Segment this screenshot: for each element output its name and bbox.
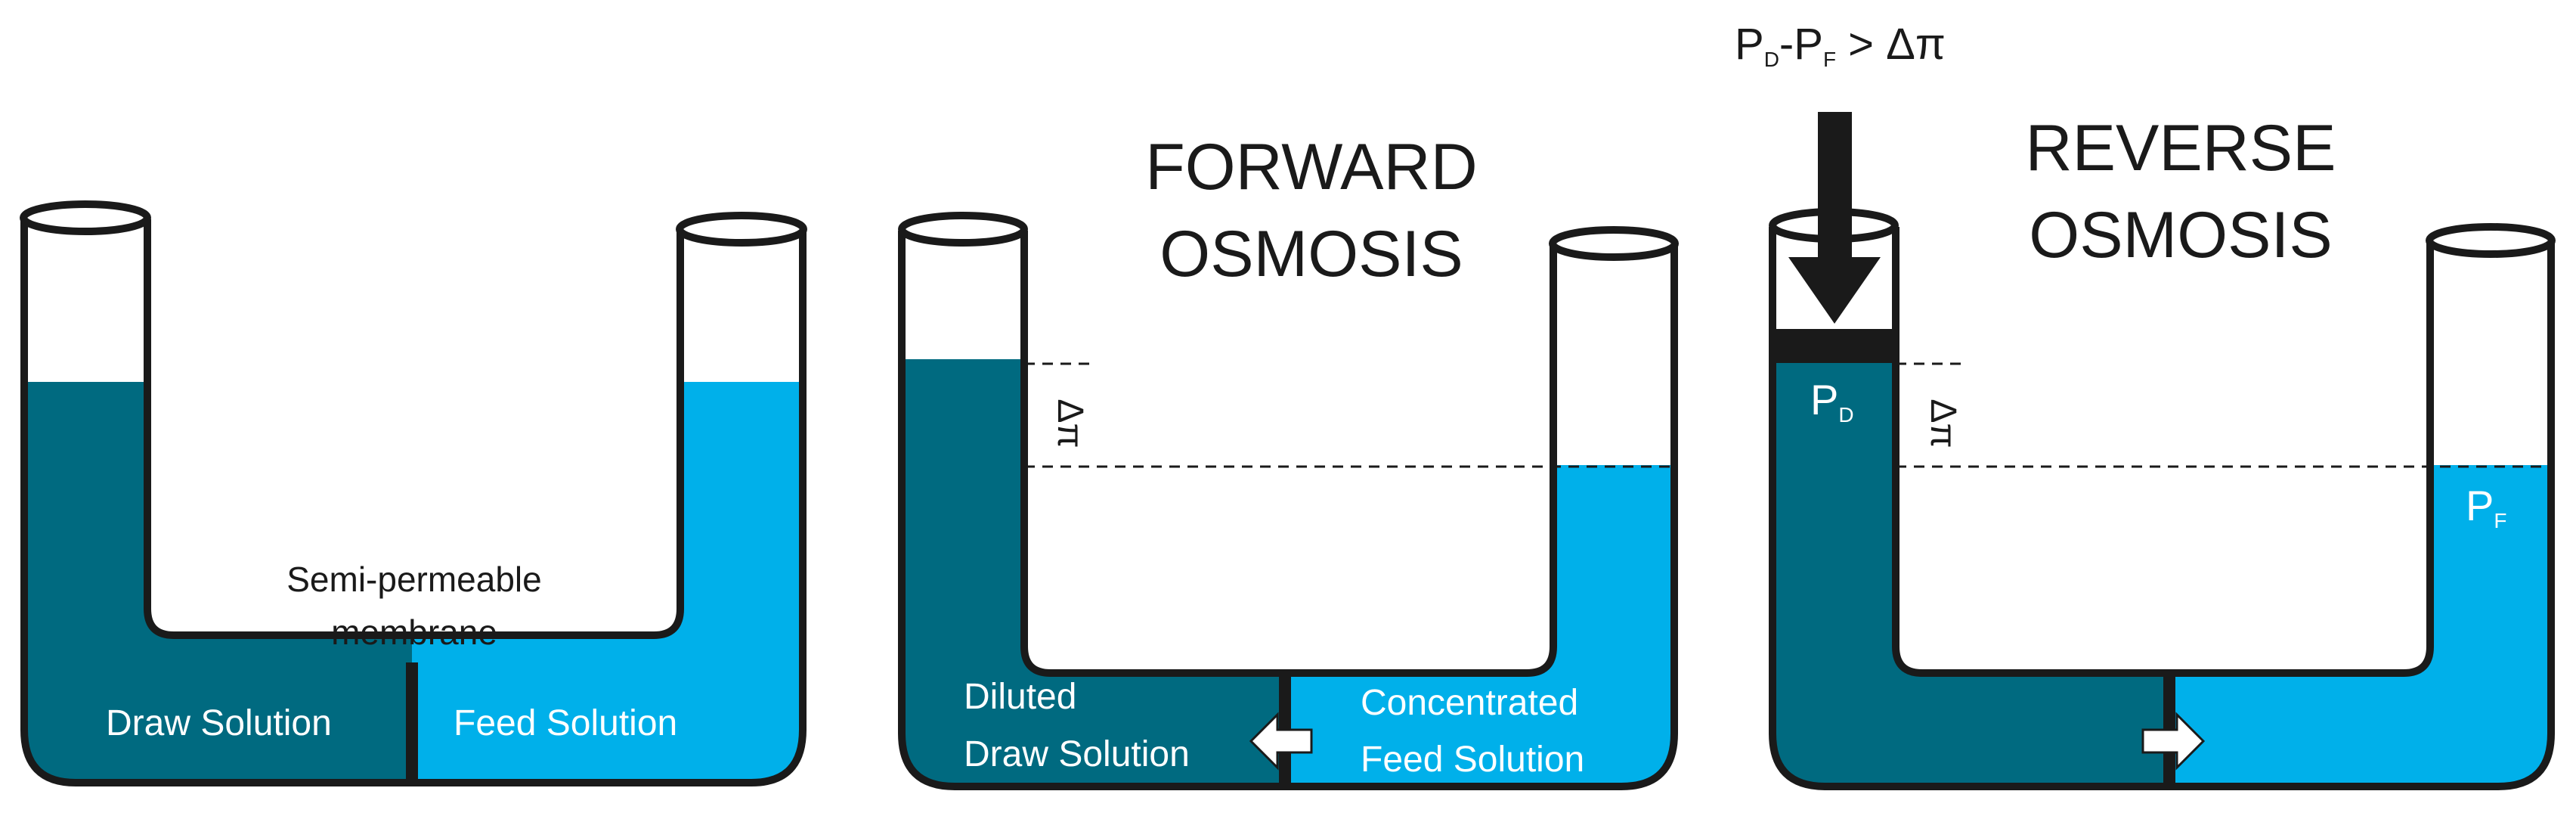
concentrated-label-line1: Concentrated (1361, 683, 1578, 723)
right-arrow-icon (2141, 712, 2206, 771)
down-arrow-icon (1788, 112, 1881, 324)
draw-fill (1773, 363, 2169, 786)
pressure-draw-label: PD (1810, 376, 1854, 427)
panel-equilibrium: Draw Solution Feed Solution Semi-permeab… (20, 200, 807, 786)
delta-pi-label: Δπ (1050, 399, 1090, 448)
pressure-formula: PD-PF > Δπ (1735, 20, 1946, 71)
diluted-draw-fill (902, 359, 1285, 786)
membrane-label-line1: Semi-permeable (286, 560, 541, 599)
pressure-feed-label: PF (2466, 482, 2506, 532)
tube-rim-left (20, 200, 151, 235)
diluted-label-line1: Diluted (964, 677, 1076, 717)
membrane-label-line2: membrane (331, 613, 497, 652)
forward-title-line1: FORWARD (1145, 131, 1478, 203)
reverse-title-line2: OSMOSIS (2029, 199, 2332, 271)
delta-pi-label: Δπ (1923, 399, 1963, 448)
feed-solution-label: Feed Solution (454, 703, 677, 743)
formula-rest: > Δπ (1836, 20, 1946, 69)
panel-reverse-osmosis: Δπ REVERSE OSMOSIS PD-PF > Δπ PD PF (1735, 20, 2556, 790)
u-tube-outline (20, 219, 807, 786)
feed-fill (2169, 465, 2551, 786)
u-tube-outline (898, 231, 1678, 790)
concentrated-feed-fill (1285, 465, 1674, 786)
diluted-label-line2: Draw Solution (964, 734, 1190, 774)
piston-icon (1773, 329, 1896, 363)
tube-rim-right (676, 212, 807, 247)
tube-rim-left (898, 212, 1028, 247)
formula-sub-draw: D (1764, 48, 1779, 71)
left-arrow-icon (1249, 712, 1313, 771)
u-tube-outline (1769, 227, 2555, 790)
formula-p-draw: P (1735, 20, 1764, 69)
draw-solution-fill (24, 382, 412, 783)
tube-rim-right (1549, 226, 1679, 261)
reverse-title-line1: REVERSE (2025, 112, 2336, 185)
draw-solution-label: Draw Solution (106, 703, 332, 743)
formula-p-feed: P (1794, 20, 1823, 69)
feed-solution-fill (412, 382, 803, 783)
membrane (406, 662, 418, 783)
formula-sub-feed: F (1823, 48, 1836, 71)
formula-minus: - (1779, 20, 1794, 69)
concentrated-label-line2: Feed Solution (1361, 740, 1584, 780)
tube-rim-right (2426, 223, 2556, 258)
panel-forward-osmosis: Δπ FORWARD OSMOSIS Diluted Draw Solution… (898, 131, 1679, 790)
forward-title-line2: OSMOSIS (1160, 218, 1463, 290)
